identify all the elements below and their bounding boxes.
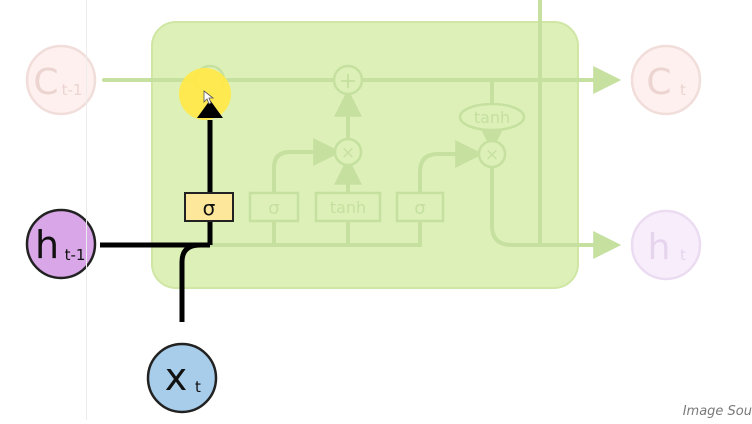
image-source-caption: Image Sou <box>682 404 752 419</box>
cursor-icon <box>203 90 215 105</box>
svg-text:h: h <box>35 223 59 267</box>
forget-gate-label: σ <box>203 196 216 220</box>
cell-tanh-label: tanh <box>474 108 510 127</box>
svg-text:x: x <box>165 355 188 399</box>
input-gate-label: σ <box>268 198 279 219</box>
candidate-gate-label: tanh <box>330 198 366 217</box>
input-gate-box <box>248 191 300 223</box>
candidate-gate-box <box>314 191 382 223</box>
svg-text:t-1: t-1 <box>65 246 86 264</box>
svg-text:C: C <box>646 62 671 103</box>
slide-guide-line <box>86 0 87 420</box>
input-multiply-label: × <box>341 143 355 163</box>
x-input-node: x t <box>146 342 218 414</box>
svg-text:t: t <box>680 81 686 99</box>
lstm-cell-body <box>151 21 579 289</box>
input-multiply-op <box>333 137 363 167</box>
output-gate-label: σ <box>414 198 425 219</box>
forget-arrowhead <box>197 100 223 118</box>
faded-gates <box>248 191 445 223</box>
c-prev-node: C t-1 <box>25 44 97 116</box>
output-gate-box <box>395 191 445 223</box>
svg-text:C: C <box>33 62 58 103</box>
svg-text:h: h <box>648 227 671 268</box>
svg-text:t-1: t-1 <box>62 81 83 99</box>
add-op-label: + <box>339 69 357 94</box>
svg-text:t: t <box>195 378 201 396</box>
output-multiply-op <box>477 139 507 169</box>
c-next-node: C t <box>630 44 702 116</box>
x-input-line <box>179 242 210 322</box>
h-next-node: h t <box>630 209 702 281</box>
active-path <box>100 120 213 322</box>
output-multiply-label: × <box>485 145 499 165</box>
h-prev-node: h t-1 <box>25 208 97 280</box>
add-op <box>332 64 364 96</box>
faded-ops <box>194 64 526 169</box>
faded-connections <box>102 0 622 259</box>
svg-text:t: t <box>680 246 686 264</box>
forget-gate-box <box>184 192 234 222</box>
cell-tanh-op <box>458 102 526 132</box>
